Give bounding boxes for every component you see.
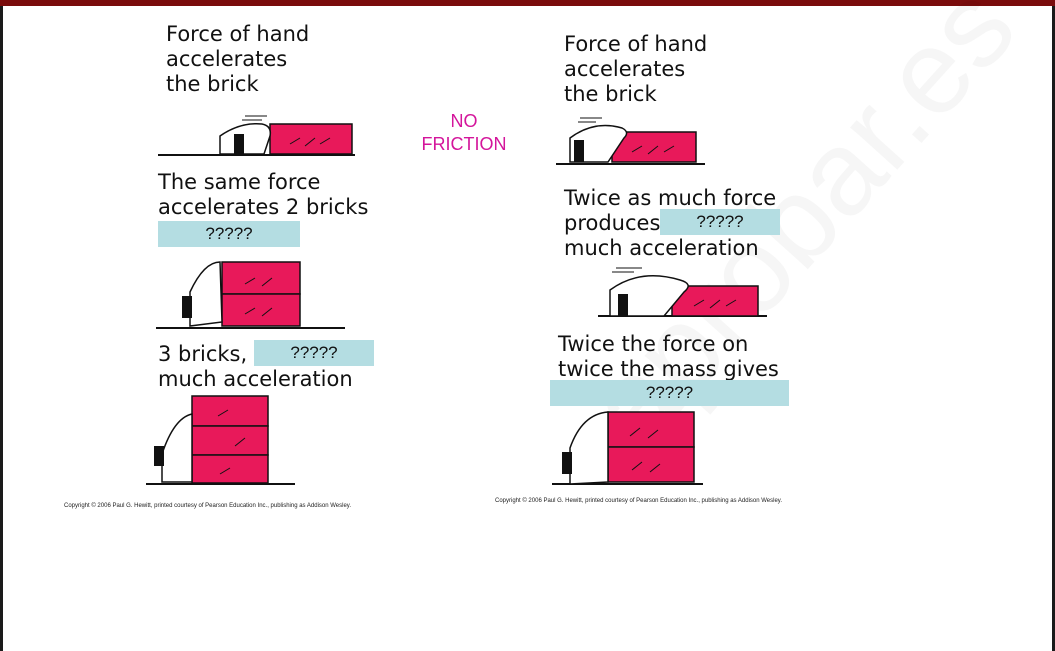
illustration-three-bricks-left (146, 395, 295, 485)
illustration-double-force-right (598, 267, 767, 317)
left-caption-1: Force of hand accelerates the brick (166, 22, 310, 96)
top-bar (0, 0, 1055, 6)
left-copyright: Copyright © 2006 Paul G. Hewitt, printed… (64, 503, 352, 509)
left-caption-2: The same force accelerates 2 bricks (158, 170, 369, 219)
right-copyright: Copyright © 2006 Paul G. Hewitt, printed… (495, 498, 783, 504)
right-answer-box-3: ????? (550, 380, 789, 406)
left-caption-3: 3 bricks, much acceleration (158, 342, 353, 391)
illustration-one-brick-left (158, 115, 355, 156)
illustration-two-bricks-double-force-right (552, 411, 703, 485)
illustration-two-bricks-left (156, 261, 345, 329)
left-answer-box-3: ????? (254, 340, 374, 366)
right-answer-box-2: ????? (660, 209, 780, 235)
left-answer-box-2: ????? (158, 221, 300, 247)
right-caption-3: Twice the force on twice the mass gives (558, 332, 779, 381)
right-caption-1: Force of hand accelerates the brick (564, 32, 708, 106)
right-caption-2: Twice as much force produces much accele… (564, 186, 777, 260)
no-friction-label: NO FRICTION (421, 111, 507, 154)
illustration-one-brick-right (556, 117, 705, 165)
